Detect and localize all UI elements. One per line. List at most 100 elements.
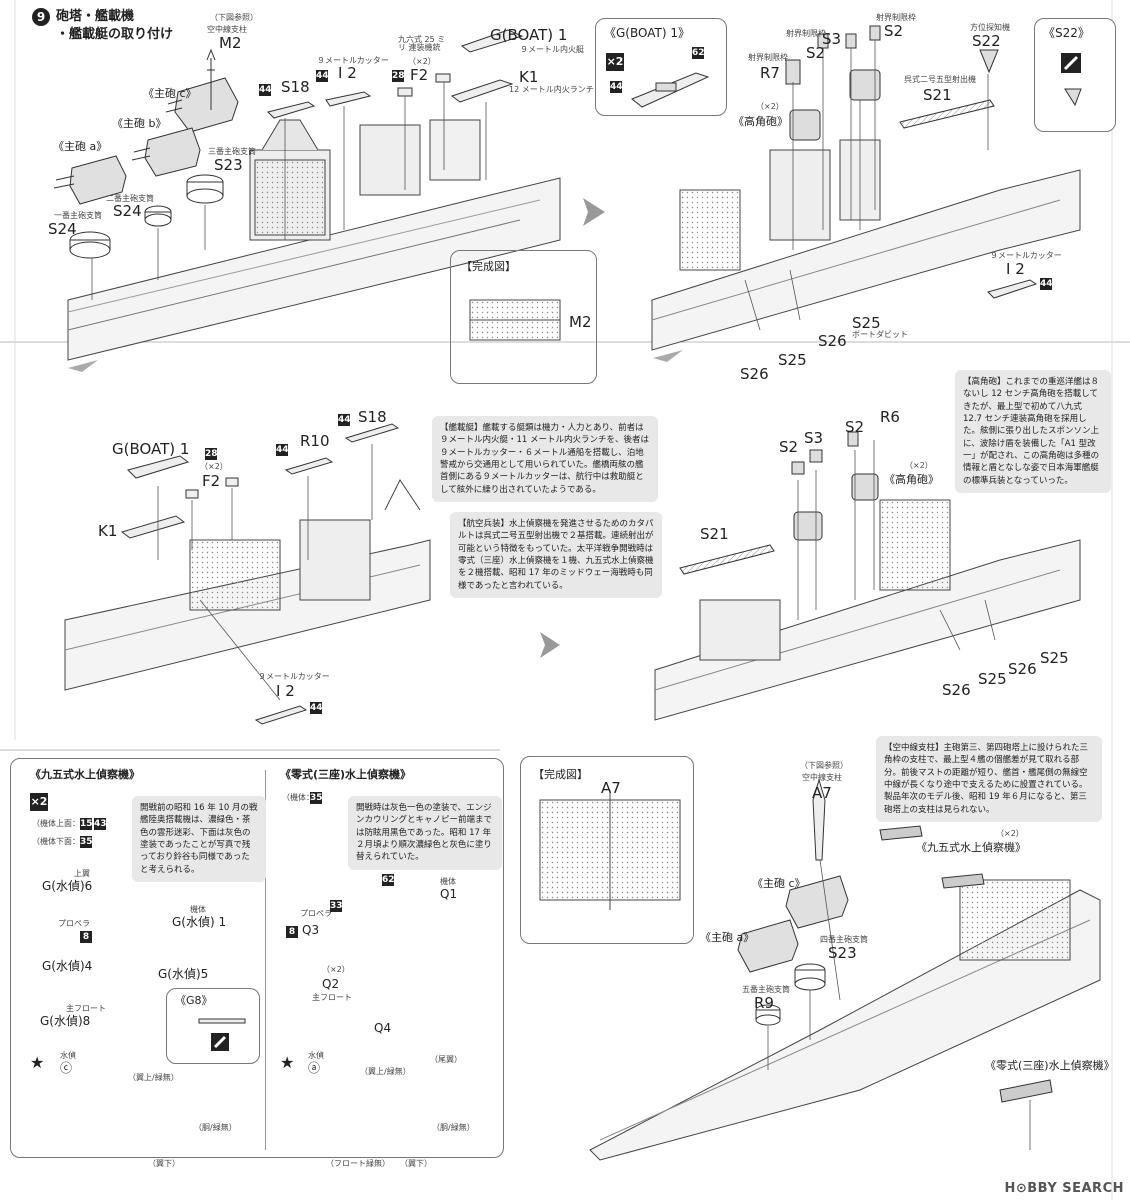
hull-drawing-1 (67, 119, 561, 361)
label-f2-3: F2 (202, 472, 221, 490)
label-i2-sub-2: ９メートルカッター (990, 251, 1062, 260)
plane95-fuselage-sub: 機体 (190, 905, 206, 914)
g-boat-sketch (631, 72, 710, 108)
hull-drawing-2 (651, 139, 1081, 351)
decal-star-icon: ★ (30, 1053, 45, 1072)
cutter-panel2 (987, 279, 1038, 299)
label-plane0-5: 《零式(三座)水上偵察機》 (985, 1059, 1115, 1072)
step-title-line2: ・艦載艇の取り付け (56, 27, 174, 42)
complete2-drawing (539, 790, 681, 910)
boats-1 (267, 29, 524, 119)
label-s26a: S26 (818, 332, 847, 350)
label-g5: G(水偵)5 (158, 967, 209, 981)
label-i2-2: I 2 (1006, 260, 1025, 278)
s22-sketch (1061, 53, 1082, 107)
part-number-badge: 62 (382, 874, 395, 886)
mast-m2 (206, 48, 216, 110)
plane0-float-lbl: （フロート緑無） (326, 1159, 390, 1168)
color-number-badge: 35 (80, 836, 93, 848)
next-arrow-1 (583, 198, 605, 226)
label-r7-sub: 射界制限枠 (748, 53, 788, 62)
label-s2a: S2 (806, 44, 826, 62)
label-a7-sub: 空中線支柱 (802, 773, 842, 782)
complete-view-1-title: 【完成図】 (461, 260, 516, 273)
assembly-lines-3 (157, 444, 373, 701)
label-k1-3: K1 (98, 522, 118, 540)
label-f2-mult-3: （×2） (200, 462, 228, 471)
inset-g-boat-title: 《G(BOAT) 1》 (604, 26, 690, 40)
multiplier-badge: ×2 (30, 793, 48, 811)
assembly-lines-1 (91, 82, 487, 300)
high-angle-guns-4 (791, 431, 879, 541)
plane0-q1-sub: 機体 (440, 877, 456, 886)
plane0-wing-top: （翼上/緑無） (360, 1067, 411, 1076)
label-g1: G(水偵) 1 (172, 915, 227, 929)
label-s18-3: S18 (358, 408, 387, 426)
label-s25-sub: ボートダビット (852, 330, 908, 339)
label-q2: Q2 (322, 977, 340, 991)
label-s25b-4: S25 (978, 670, 1007, 688)
label-i2-sub: ９メートルカッター (317, 56, 389, 65)
label-s2a-4: S2 (779, 438, 799, 456)
label-m2: M2 (219, 34, 242, 52)
label-k1: K1 (519, 68, 539, 86)
watermark: H⊙BBY SEARCH (1004, 1181, 1124, 1196)
inset-s22: 《S22》 (1034, 18, 1116, 132)
note-aviation: 【航空兵装】水上偵察機を発進させるためのカタパルトは呉式二号五型射出機で２基搭載… (450, 512, 662, 598)
label-i2: I 2 (338, 64, 357, 82)
arrow-bow-2 (653, 350, 683, 362)
complete1-drawing (469, 299, 561, 341)
label-s21-sub: 呉式二号五型射出機 (904, 75, 976, 84)
plane0-title: 《零式(三座)水上偵察機》 (280, 768, 412, 781)
part-number-badge: 8 (286, 926, 298, 938)
part-number-badge: 44 (1040, 278, 1053, 290)
label-s3-sub: 射界制限枠 (786, 29, 826, 38)
label-s3-4: S3 (804, 429, 824, 447)
label-q4: Q4 (374, 1021, 392, 1035)
label-f2: F2 (410, 66, 429, 84)
turret-a (53, 155, 127, 205)
label-plane95-mult: （×2） (996, 829, 1024, 838)
label-r7: R7 (760, 64, 780, 82)
color-number-badge: 43 (94, 818, 107, 830)
divider (265, 770, 266, 1150)
label-s2b-4: S2 (845, 418, 865, 436)
inset-s22-title: 《S22》 (1043, 26, 1090, 40)
part-number-badge: 33 (330, 900, 343, 912)
part-number-badge: 62 (692, 47, 705, 59)
label-s25a: S25 (852, 314, 881, 332)
label-s25a-4: S25 (1040, 649, 1069, 667)
plane0-tail: （尾翼） (430, 1055, 462, 1064)
plane95-decal-sub: 水偵 (60, 1051, 76, 1060)
label-high-angle-4: 《高角砲》 (884, 473, 939, 486)
complete-view-1: 【完成図】 M2 (450, 250, 597, 384)
hull-drawing-4 (654, 499, 1081, 721)
label-f2-sub: 九六式 25 ミリ 連装機銃 (398, 35, 446, 52)
assembly-lines-2 (744, 40, 989, 331)
step-number-badge: 9 (32, 8, 50, 26)
plane95-body-top: （機体上面： (32, 819, 80, 828)
plane95-note: 開戦前の昭和 16 年 10 月の戦艦陸奥搭載機は、濃緑色・茶色の雲形迷彩、下面… (132, 796, 266, 882)
label-main-b: 《主砲 b》 (112, 117, 167, 130)
plane0-q2-sub: 主フロート (312, 993, 352, 1002)
label-s26a-4: S26 (1008, 660, 1037, 678)
part-number-badge: 44 (276, 444, 289, 456)
label-high-angle: 《高角砲》 (733, 115, 788, 128)
part-number-badge: 44 (316, 70, 329, 82)
label-s23-5: S23 (828, 944, 857, 962)
plane0-decal: ⓐ (308, 1061, 321, 1075)
s22-part (979, 49, 999, 74)
catapult-4 (679, 544, 775, 575)
note-boats: 【艦載艇】艦載する艇類は機力・人力とあり、前者は９メートル内火艇・11 メートル… (432, 416, 658, 502)
plane0-prop-sub: プロペラ (300, 909, 332, 918)
label-g-boat-3: G(BOAT) 1 (112, 440, 190, 458)
plane95-body: （胴/緑無） (194, 1123, 237, 1132)
plane95-wing-bottom: （翼下） (148, 1159, 180, 1168)
label-i2-sub-3: ９メートルカッター (258, 672, 330, 681)
label-main-a: 《主砲 a》 (53, 140, 108, 153)
label-g-boat: G(BOAT) 1 (490, 26, 568, 44)
step-title-line1: 砲塔・艦載機 (56, 9, 135, 24)
label-g6: G(水偵)6 (42, 879, 93, 893)
plane95-decal: ⓒ (60, 1061, 73, 1075)
complete-view-2-title: 【完成図】 (533, 768, 588, 781)
